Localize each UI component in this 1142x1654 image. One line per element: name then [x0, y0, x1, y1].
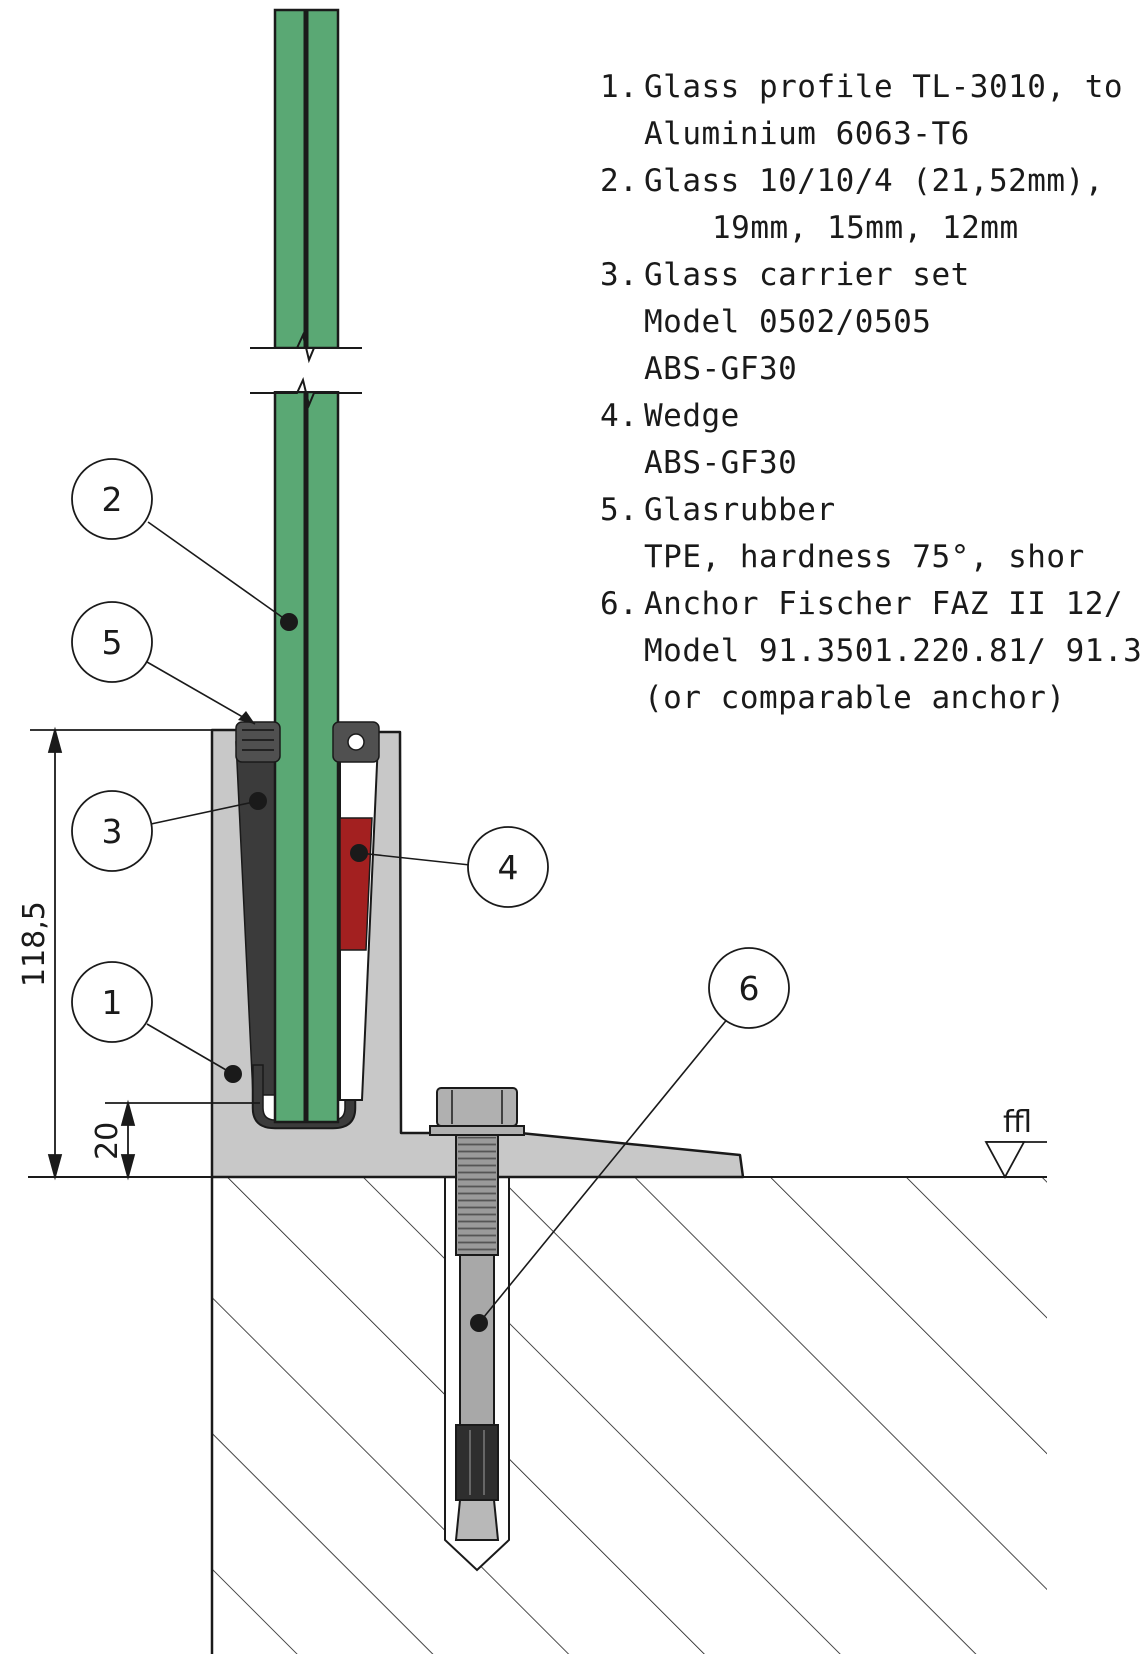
dimension-base-height: [105, 1099, 260, 1181]
legend-item-2-thickness: 19mm, 15mm, 12mm: [712, 210, 1019, 246]
glass-rubber-right: [332, 721, 380, 763]
leader-dots: [224, 613, 488, 1332]
concrete-floor: [210, 1177, 1047, 1654]
legend-item-1-material: Aluminium 6063-T6: [644, 116, 970, 152]
legend-item-6-model: Model 91.3501.220.81/ 91.3: [644, 633, 1142, 669]
balloon-6: 6: [708, 947, 790, 1029]
svg-text:6: 6: [739, 969, 760, 1008]
balloon-5: 5: [71, 601, 153, 683]
legend-item-4: 4.Wedge: [600, 398, 740, 434]
legend-item-3-material: ABS-GF30: [644, 351, 798, 387]
legend-item-6: 6.Anchor Fischer FAZ II 12/: [600, 586, 1124, 622]
break-lines: [250, 331, 362, 409]
legend-item-5-material: TPE, hardness 75°, shor: [644, 539, 1085, 575]
svg-text:3: 3: [102, 812, 123, 851]
legend-item-1: 1.Glass profile TL-3010, to: [600, 69, 1124, 105]
floor-level-marker: ffl: [984, 1105, 1047, 1179]
balloon-1: 1: [71, 961, 153, 1043]
legend-item-4-material: ABS-GF30: [644, 445, 798, 481]
svg-text:ffl: ffl: [1003, 1105, 1032, 1140]
svg-text:1: 1: [102, 983, 123, 1022]
svg-text:4: 4: [498, 848, 519, 887]
legend-item-3-model: Model 0502/0505: [644, 304, 932, 340]
legend-item-3: 3.Glass carrier set: [600, 257, 970, 293]
technical-drawing: 2 5 3 4 1 6 118,5: [17, 8, 1047, 1654]
balloon-3: 3: [71, 790, 153, 872]
balloon-2: 2: [71, 458, 153, 540]
balloon-4: 4: [467, 826, 549, 908]
leader-arrow: [238, 711, 255, 724]
legend-item-6-note: (or comparable anchor): [644, 680, 1066, 716]
glass-rubber-left: [235, 721, 281, 763]
svg-text:5: 5: [102, 623, 123, 662]
leader-lines: [146, 521, 730, 1324]
legend-item-2: 2.Glass 10/10/4 (21,52mm),: [600, 163, 1104, 199]
parts-legend: 1.Glass profile TL-3010, to Aluminium 60…: [600, 64, 1142, 722]
dimension-total-height: [30, 726, 232, 1181]
dimension-total-label: 118,5: [17, 901, 52, 987]
legend-item-5: 5.Glasrubber: [600, 492, 836, 528]
svg-text:2: 2: [102, 480, 123, 519]
wedge: [339, 817, 373, 951]
glass-panel: [273, 8, 340, 1124]
drawing-canvas: 2 5 3 4 1 6 118,5: [17, 8, 1142, 1654]
dimension-base-label: 20: [90, 1122, 125, 1160]
anchor-bolt: [429, 1087, 525, 1541]
